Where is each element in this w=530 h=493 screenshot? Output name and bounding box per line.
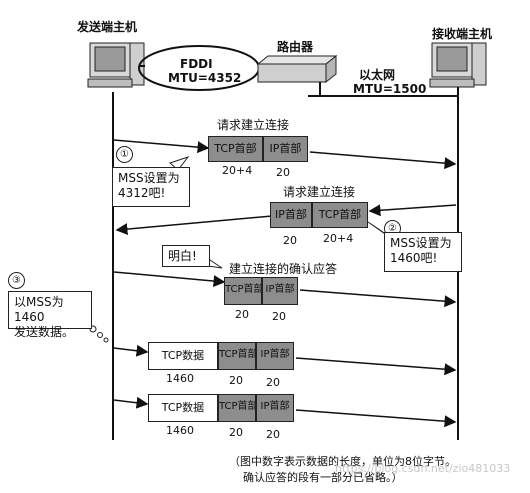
ack-bubble: 明白! — [162, 245, 210, 267]
syn-label: 请求建立连接 — [217, 118, 290, 132]
ethernet-label: 以太网 — [359, 68, 396, 82]
tcp-data-segment: TCP数据 — [148, 342, 218, 370]
watermark: https://blog.csdn.net/zio481033 — [335, 462, 511, 475]
bubble-line: 1460吧! — [390, 251, 438, 265]
size-label: 20 — [235, 308, 249, 321]
ip-header-segment: IP首部 — [263, 136, 308, 162]
footnote-line: 确认应答的段有一部分已省略。） — [243, 471, 403, 484]
bubble-line: 发送数据。 — [14, 325, 75, 339]
tcp-header-segment: TCP首部 — [218, 394, 256, 422]
step-number: ① — [116, 146, 133, 163]
ethernet-mtu-label: MTU=1500 — [353, 82, 427, 96]
bubble-line: 4312吧! — [118, 186, 166, 200]
size-label: 20 — [276, 166, 290, 179]
size-label: 20 — [266, 428, 280, 441]
size-label: 20+4 — [222, 164, 253, 177]
bubble-line: MSS设置为 — [390, 236, 452, 250]
ip-header-segment: IP首部 — [262, 277, 298, 305]
sender-computer-icon — [87, 42, 145, 88]
fddi-label: FDDI — [180, 57, 213, 71]
ack-label: 建立连接的确认应答 — [229, 262, 338, 276]
bubble-line: 以MSS为1460 — [14, 295, 64, 324]
bubble-line: MSS设置为 — [118, 171, 180, 185]
size-label: 20 — [266, 376, 280, 389]
ip-header-segment: IP首部 — [270, 202, 312, 228]
mss-bubble-receiver: MSS设置为 1460吧! — [384, 232, 462, 272]
tcp-header-segment: TCP首部 — [224, 277, 262, 305]
size-label: 20 — [272, 310, 286, 323]
step-number: ③ — [8, 272, 25, 289]
size-label: 20 — [229, 426, 243, 439]
mss-bubble-sender: MSS设置为 4312吧! — [112, 167, 190, 207]
tcp-data-segment: TCP数据 — [148, 394, 218, 422]
synack-label: 请求建立连接 — [283, 185, 356, 199]
size-label: 20+4 — [323, 232, 354, 245]
send-data-bubble: 以MSS为1460 发送数据。 — [8, 291, 92, 339]
footnote-line: （图中数字表示数据的长度，单位为8位字节。 — [229, 455, 456, 468]
size-label: 1460 — [166, 372, 194, 385]
tcp-header-segment: TCP首部 — [218, 342, 256, 370]
router-label: 路由器 — [277, 40, 314, 54]
tcp-header-segment: TCP首部 — [312, 202, 368, 228]
tcp-header-segment: TCP首部 — [208, 136, 263, 162]
sender-host-label: 发送端主机 — [77, 20, 138, 34]
ip-header-segment: IP首部 — [256, 394, 294, 422]
ip-header-segment: IP首部 — [256, 342, 294, 370]
size-label: 1460 — [166, 424, 194, 437]
fddi-mtu-label: MTU=4352 — [168, 71, 242, 85]
size-label: 20 — [229, 374, 243, 387]
size-label: 20 — [283, 234, 297, 247]
receiver-computer-icon — [429, 42, 487, 88]
receiver-host-label: 接收端主机 — [432, 27, 493, 41]
router-icon — [256, 54, 338, 84]
